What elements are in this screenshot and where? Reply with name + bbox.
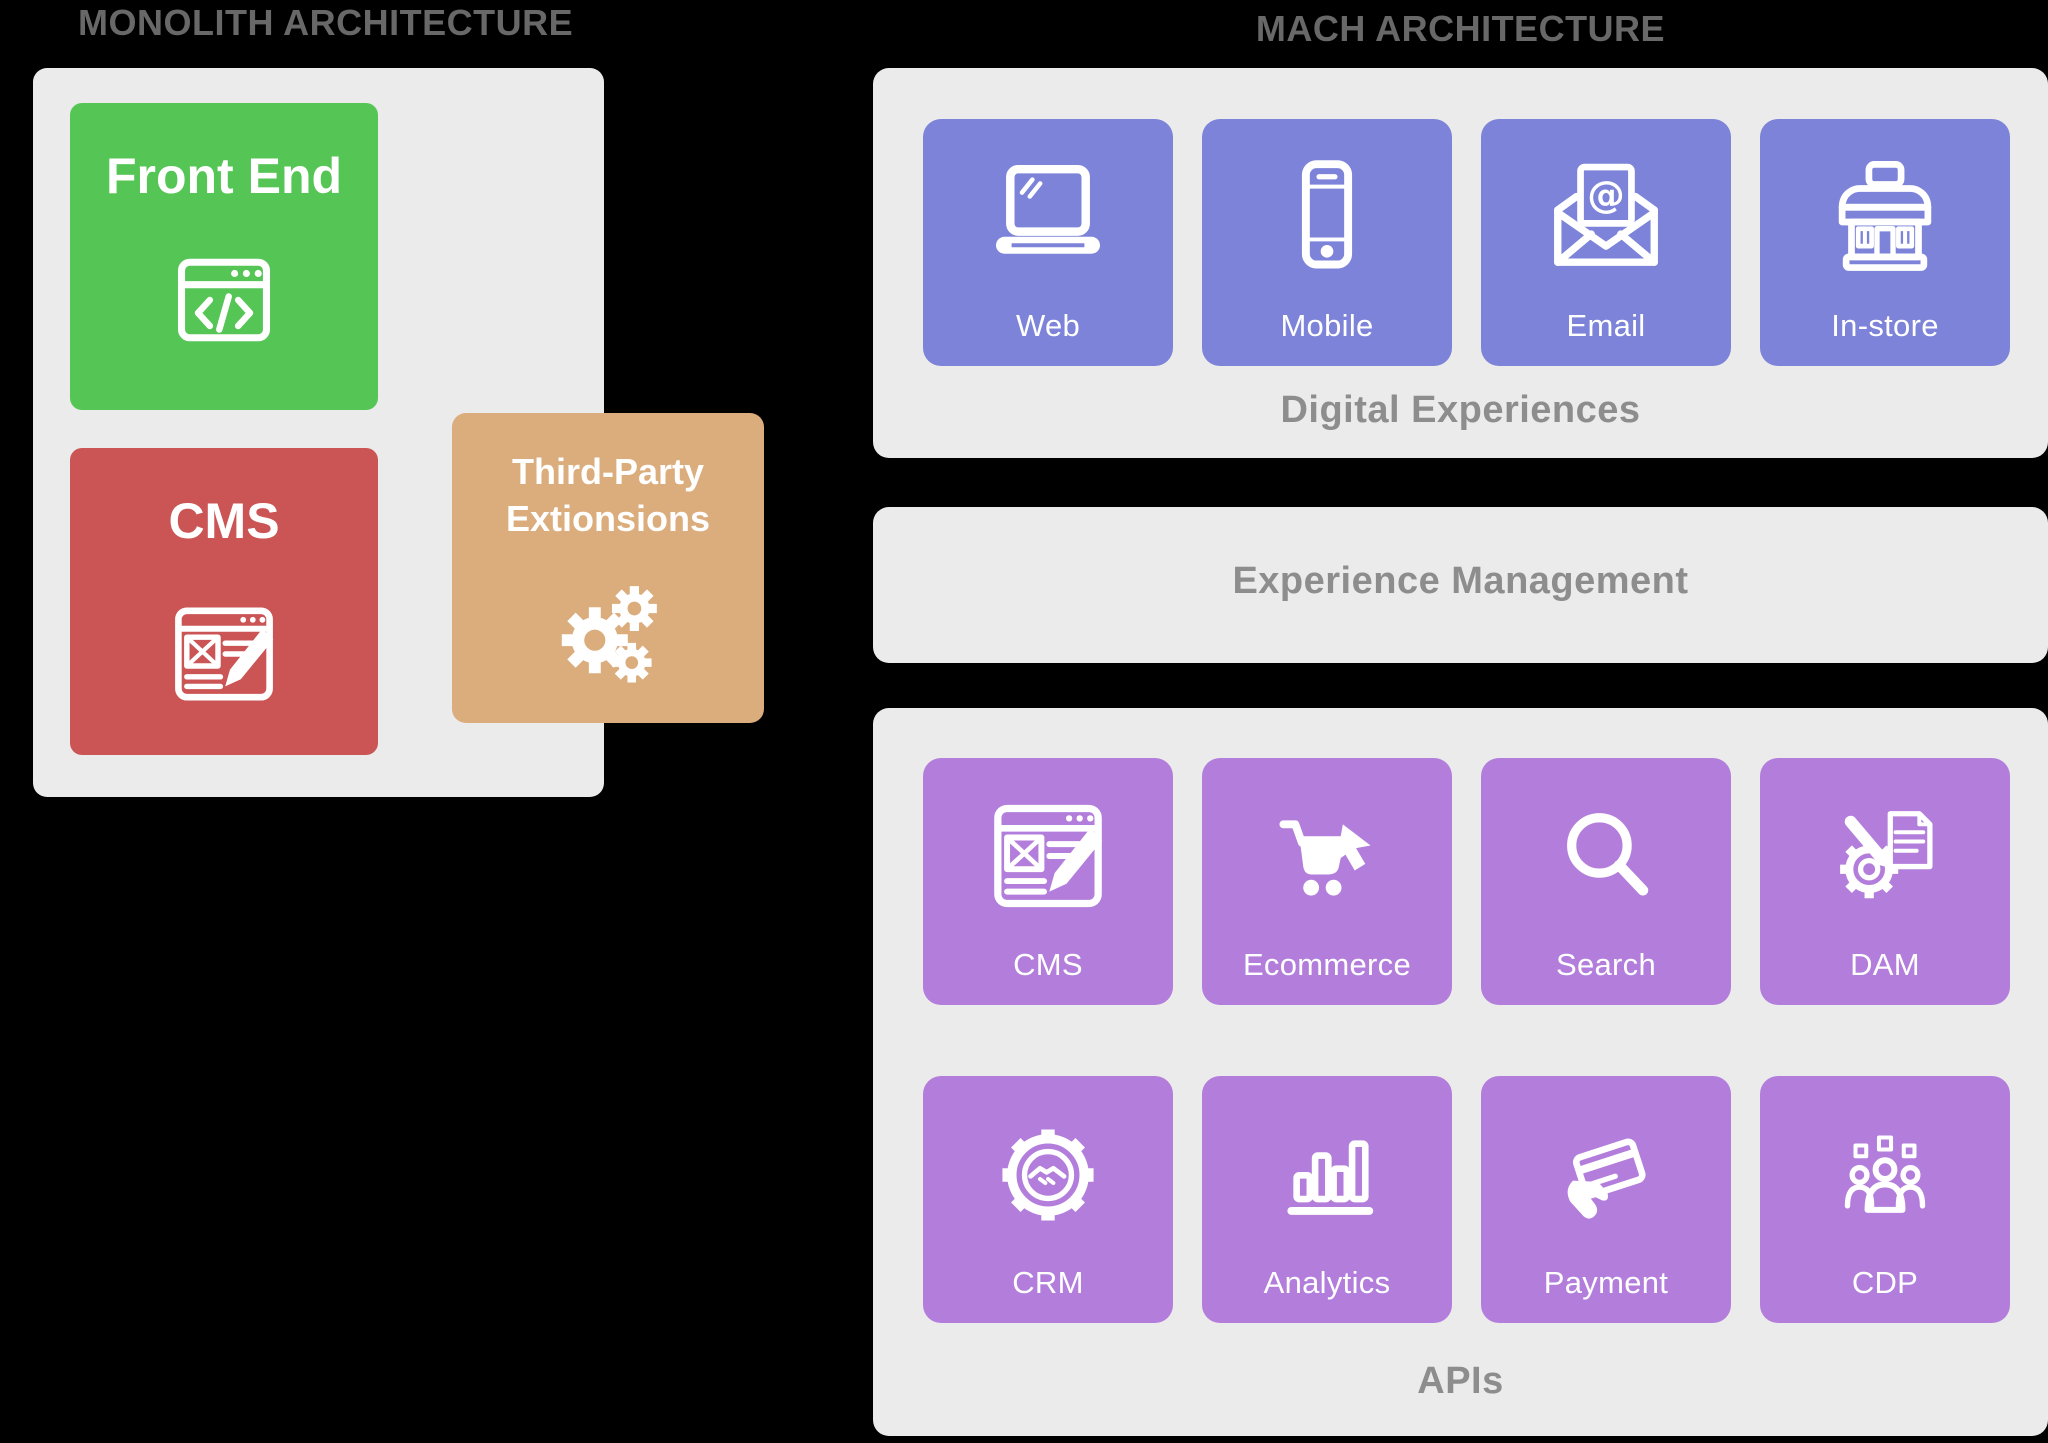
asset-gear-icon [1819, 790, 1951, 922]
tile-web-label: Web [1015, 308, 1081, 343]
apis-label: APIs [1417, 1360, 1504, 1402]
tile-crm: CRM [923, 1076, 1173, 1323]
cms-box: CMS [70, 448, 378, 755]
storefront-icon [1818, 151, 1952, 285]
front-end-box: Front End [70, 103, 378, 410]
tile-cms: CMS [923, 758, 1173, 1005]
mach-title: MACH ARCHITECTURE [1255, 8, 1666, 49]
handshake-gear-icon [981, 1108, 1115, 1242]
tile-email-label: Email [1566, 308, 1646, 343]
cart-icon [1261, 790, 1393, 922]
third-party-box: Third-Party Extionsions [452, 413, 764, 723]
tile-payment: Payment [1481, 1076, 1731, 1323]
tile-cdp-label: CDP [1851, 1265, 1919, 1300]
tile-dam-label: DAM [1850, 947, 1920, 982]
email-icon: @ [1539, 151, 1673, 285]
tile-dam: DAM [1760, 758, 2010, 1005]
laptop-icon [979, 151, 1117, 281]
content-edit-icon [164, 594, 284, 714]
experience-management-label: Experience Management [1232, 560, 1689, 602]
tile-analytics-label: Analytics [1263, 1265, 1391, 1300]
tile-cms-label: CMS [1013, 947, 1083, 982]
tile-in-store: In-store [1760, 119, 2010, 366]
magnifier-icon [1540, 790, 1672, 922]
tile-mobile-label: Mobile [1280, 308, 1374, 343]
tile-mobile: Mobile [1202, 119, 1452, 366]
card-payment-icon [1540, 1108, 1672, 1240]
tile-ecommerce-label: Ecommerce [1242, 947, 1412, 982]
tile-crm-label: CRM [1012, 1265, 1084, 1300]
tile-payment-label: Payment [1543, 1265, 1669, 1300]
gears-icon [542, 561, 674, 693]
smartphone-icon [1261, 151, 1393, 283]
svg-text:@: @ [1587, 172, 1625, 216]
tile-ecommerce: Ecommerce [1202, 758, 1452, 1005]
tile-cdp: CDP [1760, 1076, 2010, 1323]
code-browser-icon [165, 241, 283, 359]
third-party-label: Third-Party Extionsions [505, 451, 711, 539]
tile-email: @ Email [1481, 119, 1731, 366]
customers-icon [1818, 1108, 1952, 1242]
digital-experiences-label: Digital Experiences [1280, 389, 1641, 431]
content-edit-icon [982, 790, 1114, 922]
tile-search: Search [1481, 758, 1731, 1005]
tile-analytics: Analytics [1202, 1076, 1452, 1323]
bar-chart-icon [1261, 1108, 1393, 1240]
experience-management-panel [873, 507, 2048, 663]
monolith-title: MONOLITH ARCHITECTURE [78, 2, 574, 43]
cms-label: CMS [168, 493, 280, 549]
tile-in-store-label: In-store [1831, 308, 1939, 343]
tile-web: Web [923, 119, 1173, 366]
front-end-label: Front End [105, 148, 343, 204]
tile-search-label: Search [1555, 947, 1657, 982]
